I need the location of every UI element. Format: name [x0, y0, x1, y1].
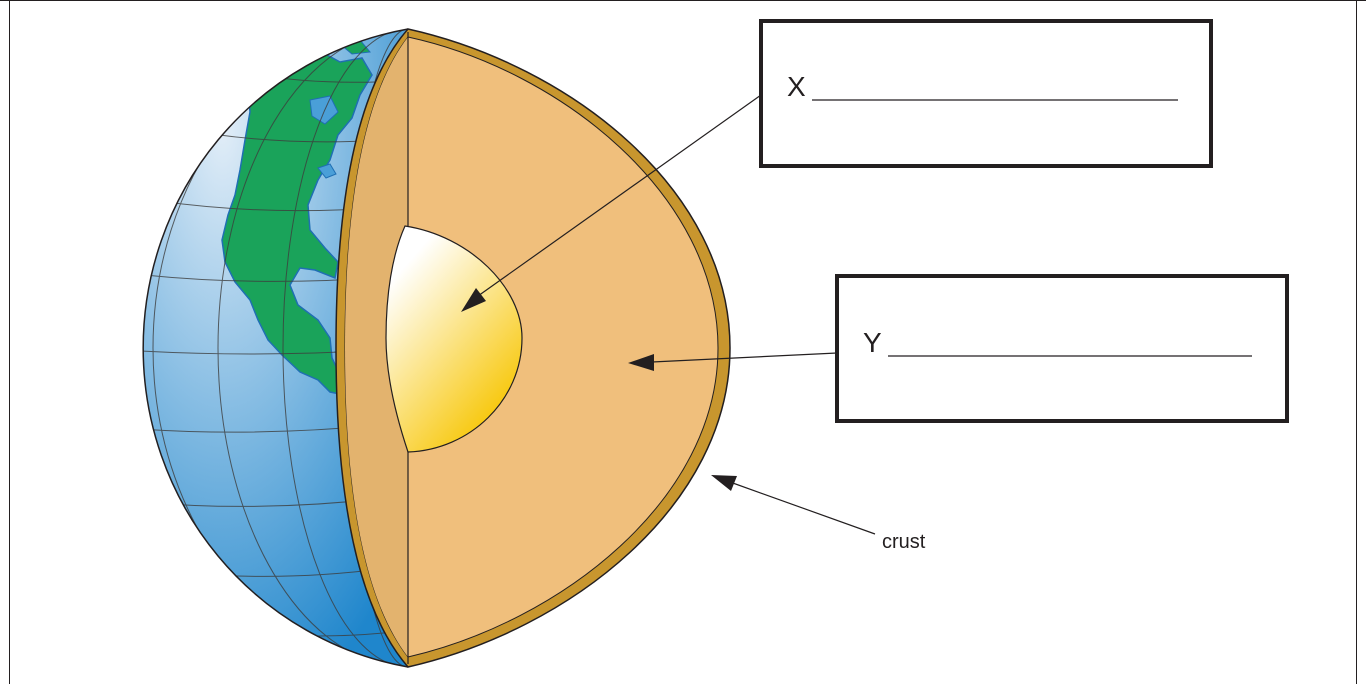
hudson-bay: [309, 95, 339, 125]
arctic-island: [298, 33, 332, 47]
north-america-landmass: [221, 39, 373, 396]
great-lakes: [317, 163, 337, 179]
mantle-cut-side: [345, 37, 408, 657]
arctic-island: [267, 65, 285, 79]
core-layer: [385, 225, 523, 453]
pointer-x-to-core: [461, 94, 762, 312]
crust-label: crust: [882, 531, 926, 553]
label-y-letter: Y: [863, 327, 882, 358]
label-x-letter: X: [787, 71, 806, 102]
label-box-y: [835, 274, 1289, 423]
pointer-y-to-mantle: [628, 352, 838, 371]
globe-outline: [142, 28, 409, 668]
label-box-x: [759, 19, 1213, 168]
pointer-crust: [711, 475, 876, 535]
